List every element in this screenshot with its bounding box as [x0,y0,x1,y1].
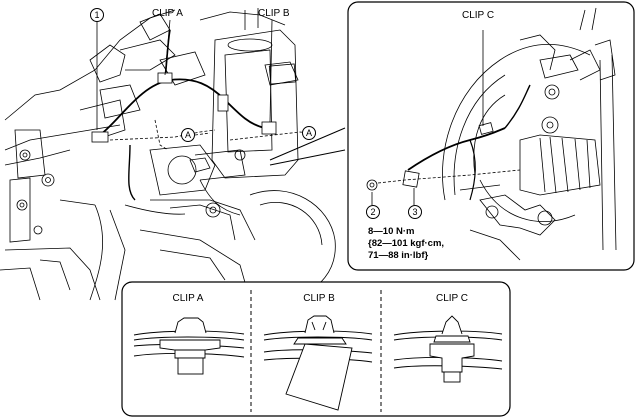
legend-clip-b-label: CLIP B [303,293,335,304]
callout-2: 2 [366,205,380,219]
legend-clip-c-label: CLIP C [435,293,469,304]
legend-clip-a-label: CLIP A [172,293,204,304]
torque-spec-line-1: 8—10 N·m [368,226,415,237]
callout-1: 1 [90,8,104,22]
torque-spec-line-3: 71—88 in·lbf} [368,250,429,261]
clip-c-label: CLIP C [462,10,495,21]
clip-c-drawing [393,315,503,383]
detail-box [347,1,635,271]
ref-a-circle-1: A [181,128,195,142]
clip-a-drawing [133,317,245,375]
clip-b-drawing [263,315,373,411]
ref-a-circle-2: A [302,126,316,140]
torque-spec-line-2: {82—101 kgf·cm, [368,238,445,249]
clip-b-label: CLIP B [258,8,290,19]
engine-bay-sketch [0,8,346,301]
detail-sketch [366,7,617,261]
callout-3: 3 [408,205,422,219]
clip-a-label: CLIP A [152,8,183,19]
